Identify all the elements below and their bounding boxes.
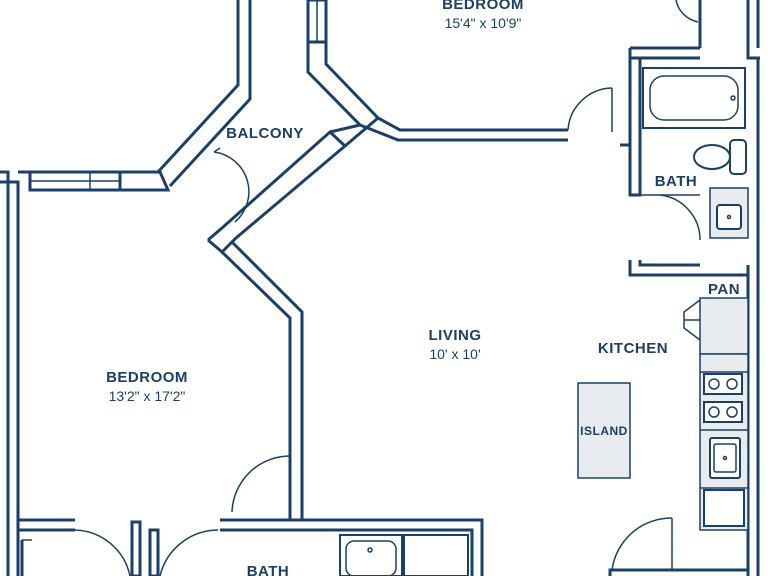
door-kitchen-bottom: [611, 517, 673, 571]
door-top-right: [675, 0, 699, 23]
label-pantry: PAN: [708, 281, 740, 298]
wall-top-bedroom-bottom: [359, 123, 568, 142]
door-balcony-bedroom: [213, 151, 250, 223]
dims-bedroom-top: 15'4" x 10'9": [445, 15, 522, 31]
door-top-bedroom: [567, 87, 613, 131]
wall-bath-bottom: [628, 260, 700, 277]
label-bath-right: BATH: [655, 173, 698, 190]
toilet-right: [693, 144, 731, 170]
kitchen-sink: [709, 437, 741, 479]
label-bedroom-top: BEDROOM: [442, 0, 524, 13]
wall-left-exterior: [0, 180, 20, 576]
wall-left-exterior-inner: [0, 170, 10, 576]
label-bath-bottom: BATH: [247, 563, 290, 576]
wall-balcony-left: [156, 0, 240, 174]
door-bath-right: [659, 194, 701, 241]
door-bath-bottom-left: [74, 529, 131, 576]
wall-living-left: [220, 250, 292, 512]
dims-living: 10' x 10': [429, 346, 480, 362]
dims-bedroom-left: 13'2" x 17'2": [109, 388, 186, 404]
label-living: LIVING: [428, 327, 481, 344]
kitchen-island: [577, 382, 631, 479]
bathtub-right: [642, 67, 746, 129]
door-bath-bottom-right: [159, 529, 219, 576]
door-left-bedroom: [231, 455, 291, 513]
wall-balcony-right: [306, 42, 363, 134]
label-kitchen: KITCHEN: [598, 340, 668, 357]
wall-bath-left: [620, 48, 632, 147]
pantry: [699, 297, 749, 355]
label-island: ISLAND: [580, 424, 628, 438]
label-bedroom-left: BEDROOM: [106, 369, 188, 386]
wall-balcony-living: [207, 129, 348, 255]
label-balcony: BALCONY: [226, 125, 304, 142]
